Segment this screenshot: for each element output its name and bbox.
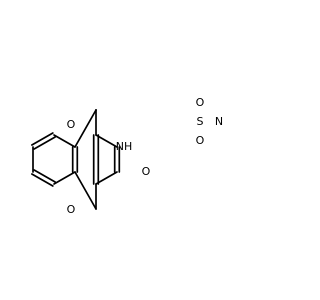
ring-bond-a5-a6: [53, 134, 76, 148]
ring-bond-c2-a4: [74, 171, 97, 210]
ring-bond-a2-a3-a: [31, 173, 54, 187]
sulfonyl-oxygen-bottom: O: [196, 134, 205, 147]
amide-nitrogen: NH: [116, 140, 133, 153]
ring-bond-b3-b4: [95, 171, 118, 185]
structure-canvas: O O NH O S O O N: [31, 96, 224, 216]
sulfonyl-oxygen-top: O: [196, 96, 205, 109]
ring-bond-a6-a1-a: [31, 132, 54, 146]
molecule-diagram: O O NH O S O O N: [31, 96, 223, 216]
amide-oxygen: O: [142, 165, 151, 178]
carbonyl-oxygen-top: O: [67, 118, 76, 131]
ring-bond-a6-a1-b: [33, 136, 56, 150]
ring-bond-a3-a4: [53, 171, 76, 185]
bond-layer: [31, 109, 121, 210]
ring-bond-a2-a3-b: [33, 169, 56, 183]
ring-bond-a5-c1: [74, 109, 97, 148]
sulfonamide-nitrogen: N: [215, 115, 223, 128]
carbonyl-oxygen-bottom: O: [67, 203, 76, 216]
ring-bond-b1-b2: [95, 134, 118, 148]
sulfur-atom: S: [197, 115, 204, 128]
atom-label-layer: O O NH O S O O N: [67, 96, 223, 216]
